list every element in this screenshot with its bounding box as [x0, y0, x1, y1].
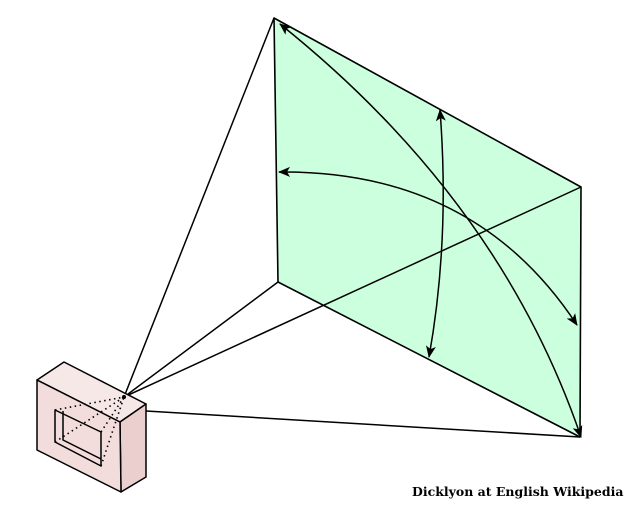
projection-dots: [54, 396, 125, 467]
ray-center-left: [123, 281, 279, 398]
camera-sensor-inner: [62, 411, 102, 460]
angle-arcs: [278, 23, 583, 438]
ray-top-left: [123, 17, 275, 398]
dotted-line-1: [54, 396, 125, 411]
dotted-line-3: [100, 396, 125, 467]
dotted-line-2: [100, 396, 125, 433]
image-credit: Dicklyon at English Wikipedia: [412, 484, 624, 499]
lens-point: [122, 395, 126, 399]
camera: [36, 361, 147, 493]
image-plane: [273, 17, 582, 438]
horizontal-angle-arc: [278, 166, 578, 326]
vertical-angle-arc: [426, 109, 446, 358]
ray-bottom: [145, 410, 581, 438]
dotted-line-4: [54, 396, 125, 443]
